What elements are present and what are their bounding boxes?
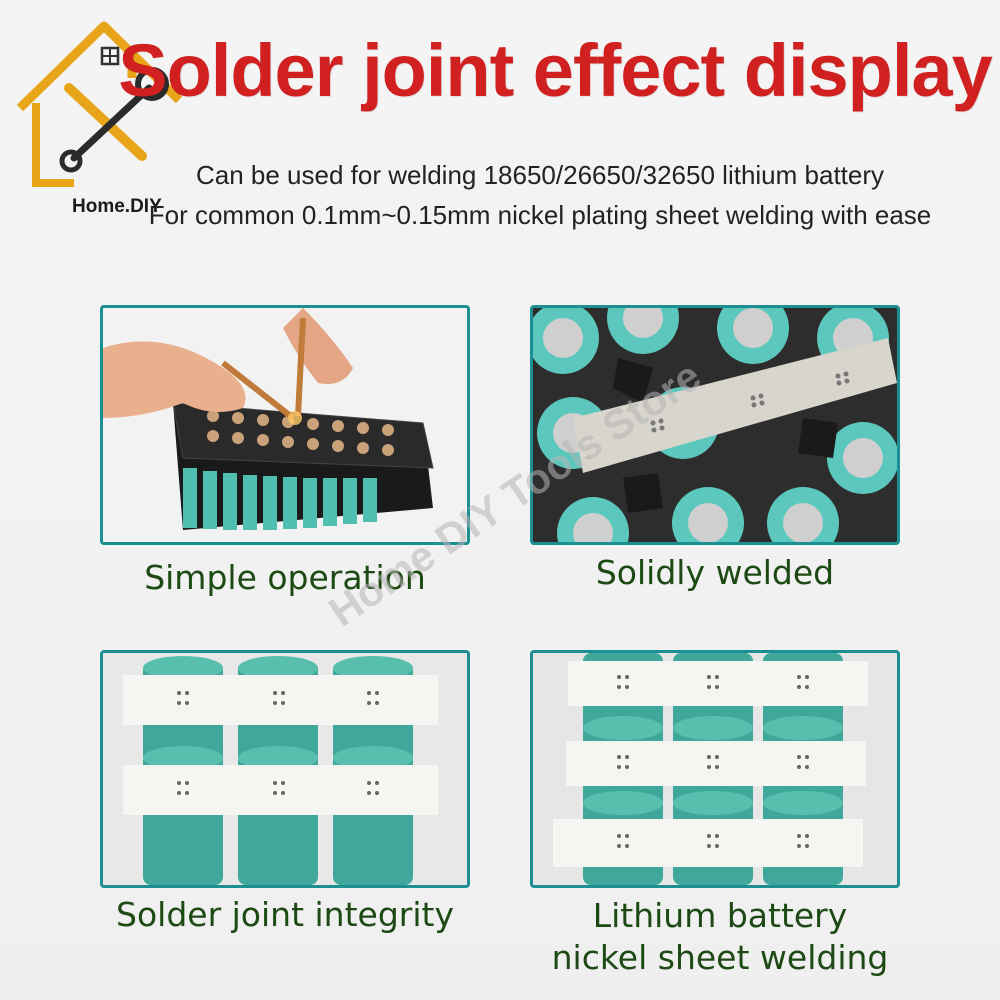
- welding-pack-illustration: [103, 308, 467, 542]
- subtitle-line-1: Can be used for welding 18650/26650/3265…: [195, 160, 885, 190]
- brand-logo: Home.DIY: [14, 8, 184, 218]
- caption-solder-joint-integrity: Solder joint integrity: [116, 895, 454, 934]
- logo-text: Home.DIY: [72, 196, 162, 217]
- photo-solder-joint-integrity: [100, 650, 470, 888]
- cells-three-strips-illustration: [533, 653, 897, 885]
- house-wrench-logo-icon: [16, 21, 183, 187]
- photo-nickel-sheet-welding: [530, 650, 900, 888]
- photo-simple-operation: [100, 305, 470, 545]
- subtitle-line-2: For common 0.1mm~0.15mm nickel plating s…: [148, 200, 932, 230]
- page-title: Solder joint effect display: [118, 29, 993, 112]
- cells-two-strips-illustration: [103, 653, 467, 885]
- caption-line-2: nickel sheet welding: [551, 938, 889, 977]
- caption-simple-operation: Simple operation: [144, 558, 426, 597]
- caption-solidly-welded: Solidly welded: [595, 553, 835, 592]
- caption-nickel-sheet-welding: Lithium battery nickel sheet welding: [520, 895, 920, 979]
- welded-strip-illustration: [533, 308, 897, 542]
- caption-line-1: Lithium battery: [592, 896, 848, 935]
- photo-solidly-welded: [530, 305, 900, 545]
